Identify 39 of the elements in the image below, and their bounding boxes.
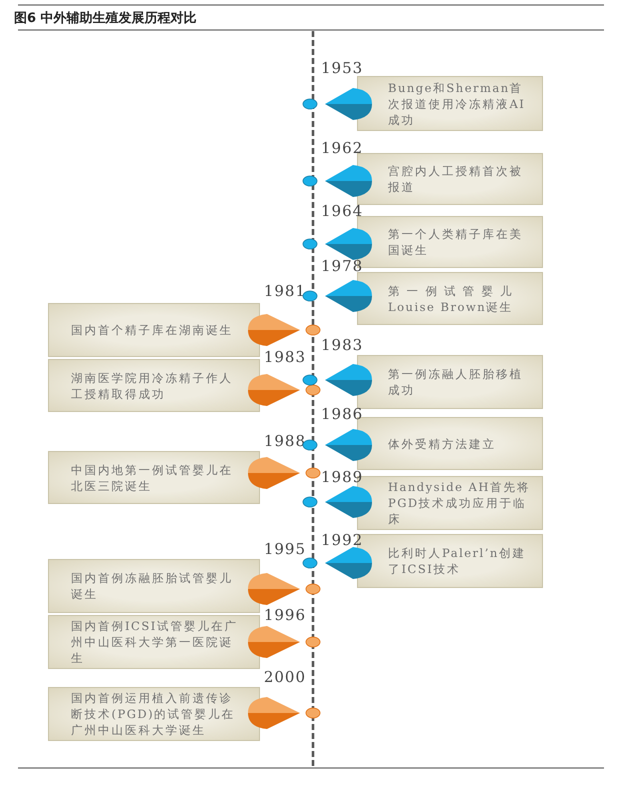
year-label: 1995	[264, 540, 306, 558]
year-label: 1962	[321, 139, 364, 157]
event-box	[357, 272, 543, 325]
year-label: 1978	[321, 257, 364, 275]
event-text: 体外受精方法建立	[388, 436, 496, 452]
event-text: 国内首例ICSI试管婴儿在广州中山医科大学第一医院诞生	[71, 618, 239, 666]
event-text: 第一个人类精子库在美国诞生	[388, 226, 524, 258]
event-text: 第 一 例 试 管 婴 儿 Louise Brown诞生	[388, 282, 514, 314]
event-box	[48, 451, 260, 504]
year-label: 1986	[321, 405, 364, 423]
event-box	[48, 559, 260, 613]
event-text: 湖南医学院用冷冻精子作人工授精取得成功	[71, 370, 234, 402]
event-text: 比利时人Palerl’n创建了ICSI技术	[388, 545, 527, 577]
event-text: 中国内地第一例试管婴儿在北医三院诞生	[71, 462, 234, 494]
event-text: 国内首例运用植入前遗传诊断技术(PGD)的试管婴儿在广州中山医科大学诞生	[71, 690, 236, 738]
event-box	[357, 153, 543, 205]
year-label: 1988	[264, 432, 306, 450]
year-label: 1996	[264, 606, 306, 624]
year-label: 1953	[321, 59, 364, 77]
event-text: Bunge和Sherman首次报道使用冷冻精液AI成功	[388, 80, 526, 128]
year-label: 1983	[264, 348, 306, 366]
event-text: 国内首个精子库在湖南诞生	[71, 322, 233, 338]
event-text: 国内首例冻融胚胎试管婴儿诞生	[71, 570, 234, 602]
event-box	[48, 303, 260, 357]
event-box	[357, 355, 543, 409]
event-text: Handyside AH首先将PGD技术成功应用于临床	[388, 479, 532, 527]
event-text: 宫腔内人工授精首次被报道	[388, 163, 524, 195]
year-label: 1964	[321, 202, 364, 220]
event-box	[48, 687, 260, 741]
year-label: 1989	[321, 468, 364, 486]
event-text: 第一例冻融人胚胎移植成功	[388, 366, 524, 398]
year-label: 2000	[264, 668, 306, 686]
year-label: 1981	[264, 282, 306, 300]
figure-title: 图6 中外辅助生殖发展历程对比	[14, 10, 197, 27]
event-box	[48, 359, 260, 412]
event-box	[357, 76, 543, 131]
year-label: 1983	[321, 336, 364, 354]
year-label: 1992	[321, 531, 364, 549]
event-box	[48, 615, 260, 669]
